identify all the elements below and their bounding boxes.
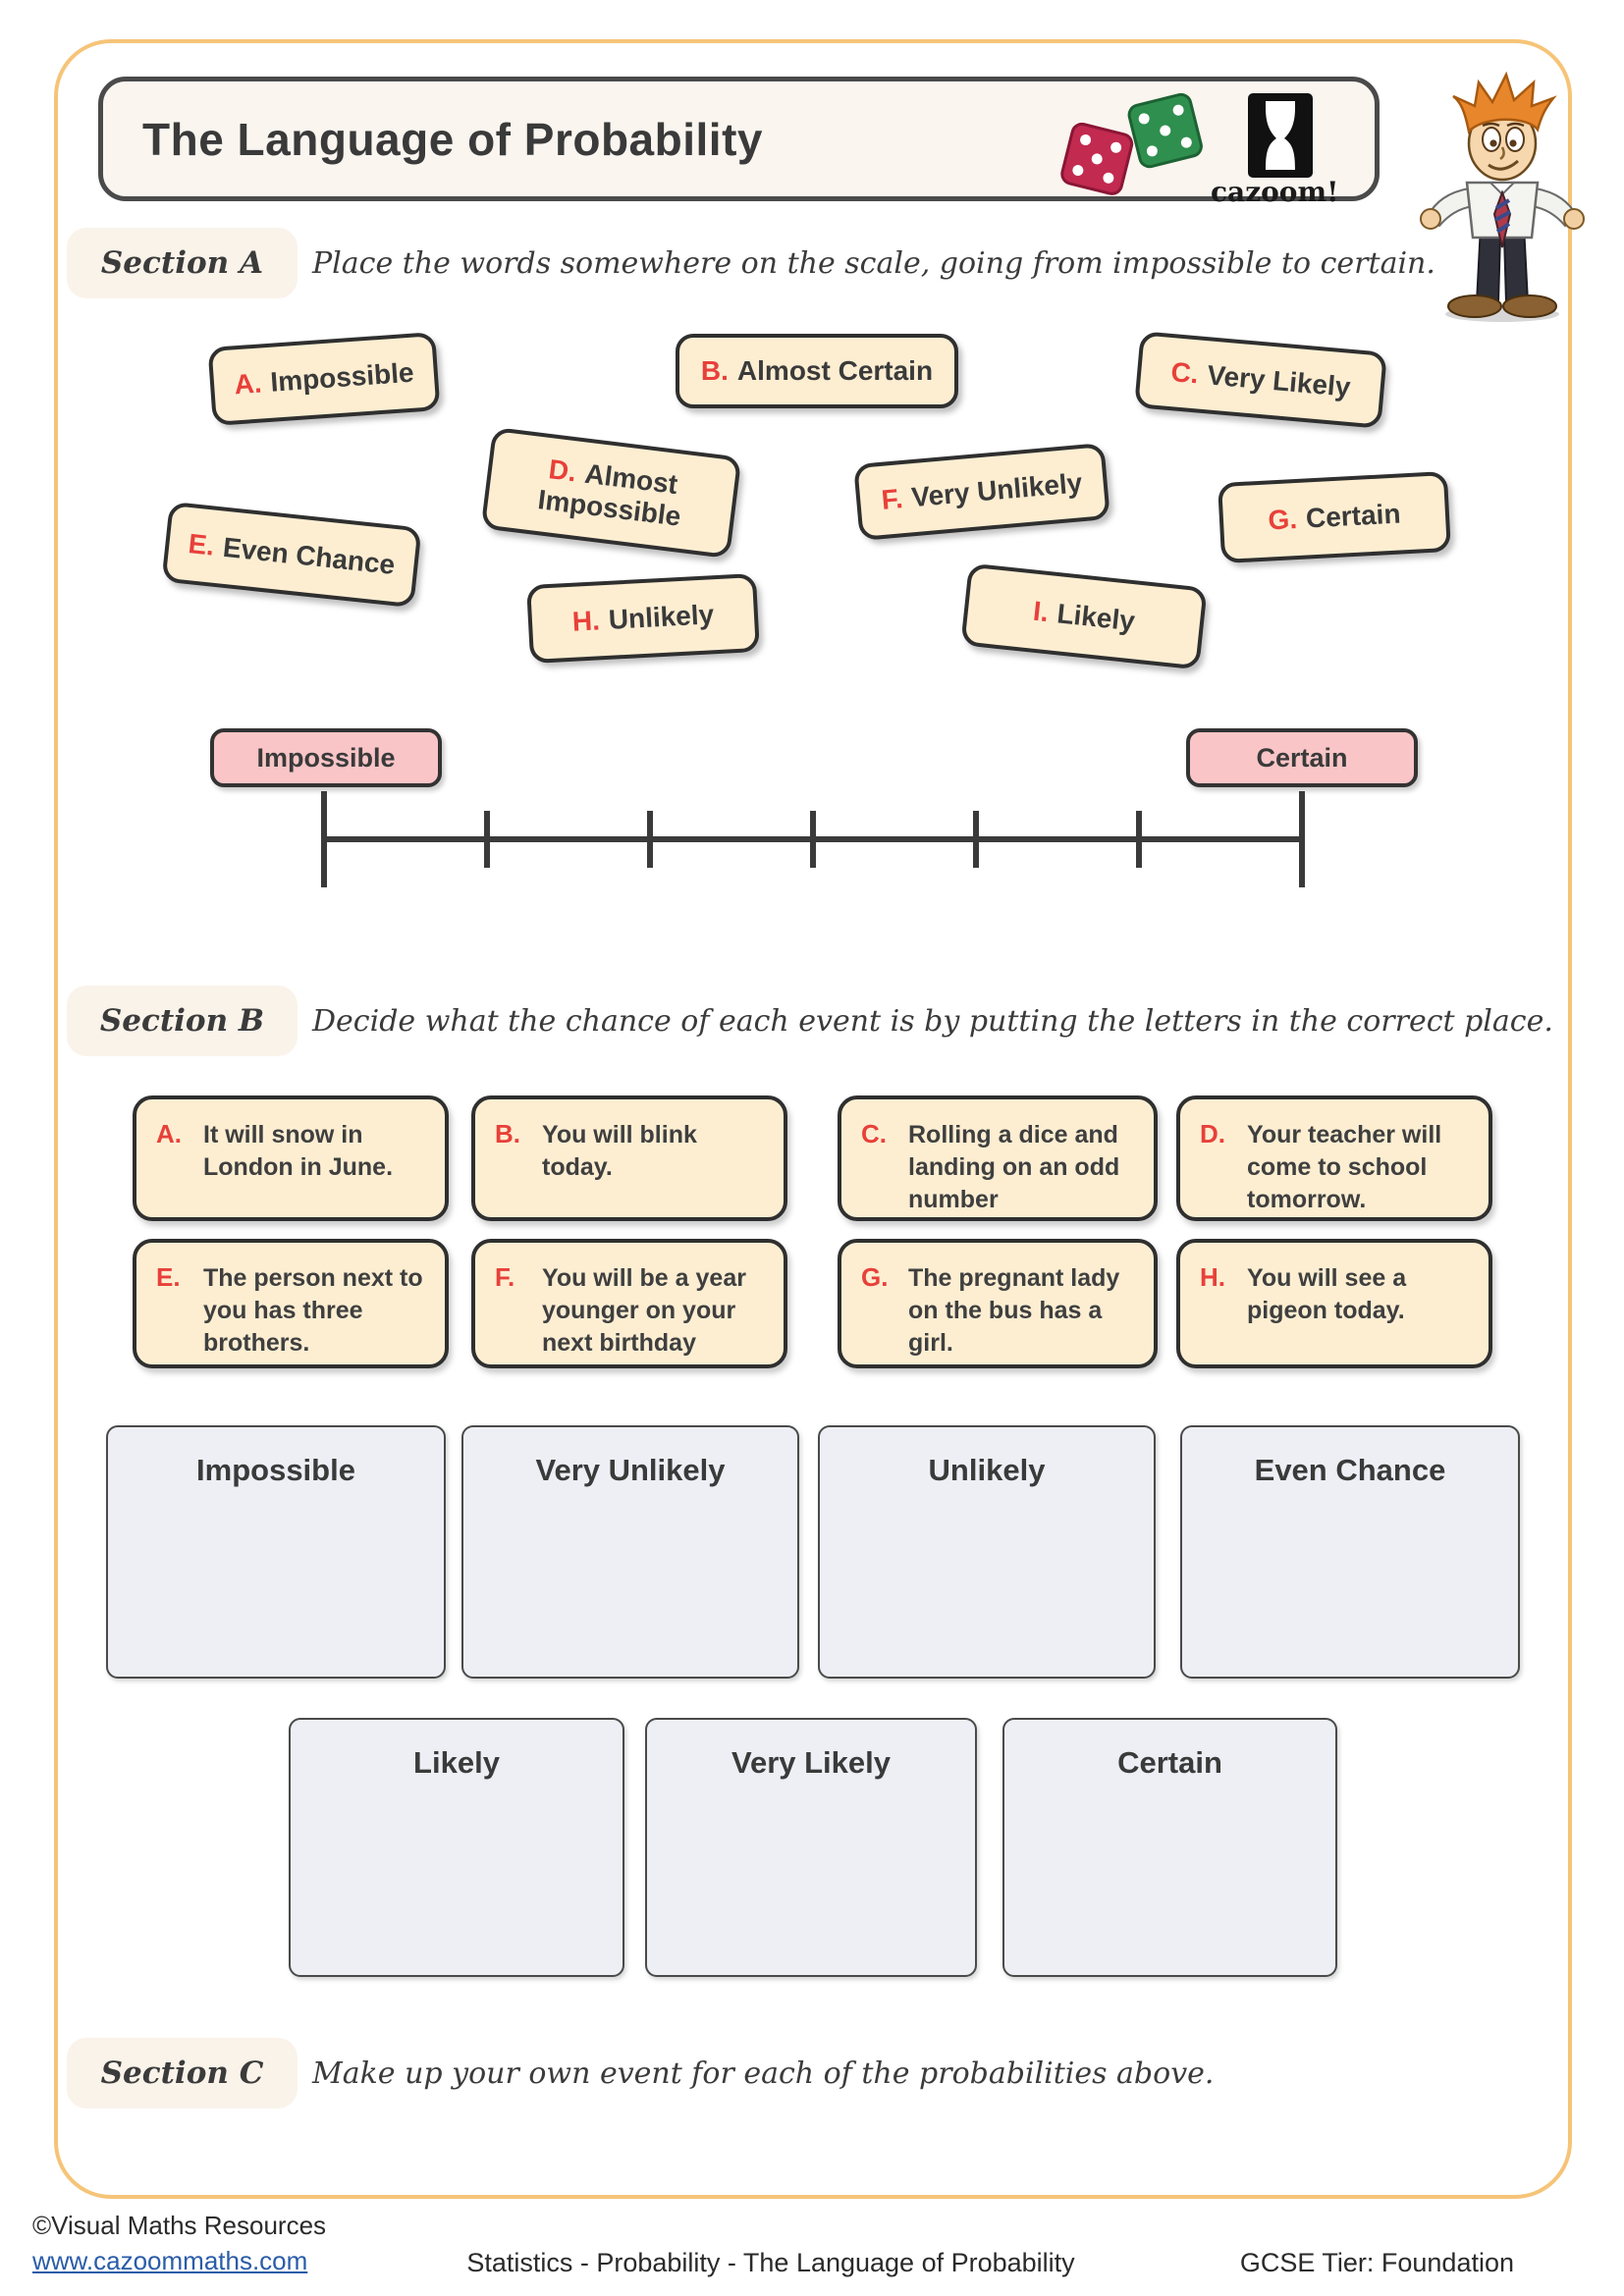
scale-tick: [973, 811, 979, 868]
category-box-impossible: Impossible: [106, 1425, 446, 1679]
event-text: You will blink today.: [542, 1121, 697, 1181]
card-letter: I.: [1031, 595, 1051, 628]
event-card-b: B. You will blink today.: [471, 1095, 787, 1221]
card-label: Even Chance: [221, 531, 397, 580]
category-box-very-unlikely: Very Unlikely: [461, 1425, 799, 1679]
category-box-certain: Certain: [1002, 1718, 1337, 1977]
scale-certain-box: Certain: [1186, 728, 1418, 787]
event-text: Rolling a dice and landing on an odd num…: [908, 1121, 1120, 1213]
event-card-a: A. It will snow in London in June.: [133, 1095, 449, 1221]
cazoom-logo-icon: [1248, 93, 1313, 178]
card-letter: B.: [700, 354, 729, 386]
card-letter: A.: [233, 367, 263, 400]
category-box-unlikely: Unlikely: [818, 1425, 1156, 1679]
scale-tick: [1136, 811, 1142, 868]
category-box-even-chance: Even Chance: [1180, 1425, 1520, 1679]
card-label: Very Likely: [1206, 359, 1352, 402]
section-b-label: Section B: [67, 986, 298, 1056]
event-card-e: E. The person next to you has three broth…: [133, 1239, 449, 1368]
scale-tick: [810, 811, 816, 868]
card-label: Very Unlikely: [910, 467, 1084, 513]
cazoom-logo-text: cazoom!: [1211, 176, 1339, 208]
word-card-unlikely: H.Unlikely: [526, 572, 760, 665]
dice-icon: [1060, 92, 1203, 195]
event-letter: F.: [495, 1262, 515, 1292]
section-c-instruction: Make up your own event for each of the p…: [312, 2056, 1215, 2091]
event-text: The pregnant lady on the bus has a girl.: [908, 1264, 1120, 1357]
section-a-instruction: Place the words somewhere on the scale, …: [312, 246, 1435, 281]
section-a-label: Section A: [67, 228, 298, 298]
page-border: [54, 39, 1572, 2199]
card-label: Likely: [1056, 598, 1137, 637]
word-card-impossible: A.Impossible: [207, 332, 441, 426]
green-die-icon: [1127, 92, 1203, 169]
scale-tick: [321, 791, 327, 887]
event-letter: A.: [156, 1119, 182, 1148]
card-letter: E.: [187, 527, 216, 561]
event-letter: B.: [495, 1119, 520, 1148]
category-box-very-likely: Very Likely: [645, 1718, 977, 1977]
section-b-instruction: Decide what the chance of each event is …: [312, 1004, 1553, 1039]
word-card-certain: G.Certain: [1218, 470, 1451, 564]
title-bar: The Language of Probability cazoom!: [98, 77, 1380, 208]
event-card-h: H. You will see a pigeon today.: [1176, 1239, 1492, 1368]
card-label: Unlikely: [608, 599, 715, 635]
event-letter: H.: [1200, 1262, 1225, 1292]
word-card-almost-certain: B.Almost Certain: [676, 334, 958, 408]
event-text: The person next to you has three brother…: [203, 1264, 423, 1357]
footer-tier: GCSE Tier: Foundation: [1239, 2248, 1514, 2277]
scale-impossible-box: Impossible: [210, 728, 442, 787]
scale-tick: [1299, 791, 1305, 887]
card-label: Certain: [1305, 498, 1402, 534]
event-letter: C.: [861, 1119, 887, 1148]
footer-website-link[interactable]: www.cazoommaths.com: [32, 2246, 308, 2275]
event-card-f: F. You will be a year younger on your nex…: [471, 1239, 787, 1368]
red-die-icon: [1060, 122, 1134, 195]
footer-copyright: ©Visual Maths Resources: [32, 2211, 327, 2240]
card-letter: G.: [1267, 503, 1298, 536]
section-c-label: Section C: [67, 2038, 298, 2109]
event-letter: G.: [861, 1262, 889, 1292]
cartoon-character: [1420, 71, 1585, 322]
card-letter: F.: [880, 483, 904, 515]
event-text: It will snow in London in June.: [203, 1121, 394, 1181]
event-letter: D.: [1200, 1119, 1225, 1148]
category-box-likely: Likely: [289, 1718, 624, 1977]
card-letter: H.: [571, 605, 601, 637]
card-label: Impossible: [269, 356, 415, 398]
page-title: The Language of Probability: [142, 113, 763, 165]
event-letter: E.: [156, 1262, 181, 1292]
card-letter: C.: [1169, 355, 1200, 390]
card-letter: D.: [547, 454, 578, 488]
scale-tick: [484, 811, 490, 868]
event-text: Your teacher will come to school tomorro…: [1247, 1121, 1442, 1213]
footer-topic: Statistics - Probability - The Language …: [466, 2248, 1075, 2277]
card-label: Almost Certain: [736, 354, 934, 386]
event-text: You will see a pigeon today.: [1247, 1264, 1407, 1324]
event-card-g: G. The pregnant lady on the bus has a gir…: [838, 1239, 1158, 1368]
event-text: You will be a year younger on your next …: [542, 1264, 746, 1357]
scale-tick: [647, 811, 653, 868]
event-card-d: D. Your teacher will come to school tomor…: [1176, 1095, 1492, 1221]
event-card-c: C. Rolling a dice and landing on an odd n…: [838, 1095, 1158, 1221]
